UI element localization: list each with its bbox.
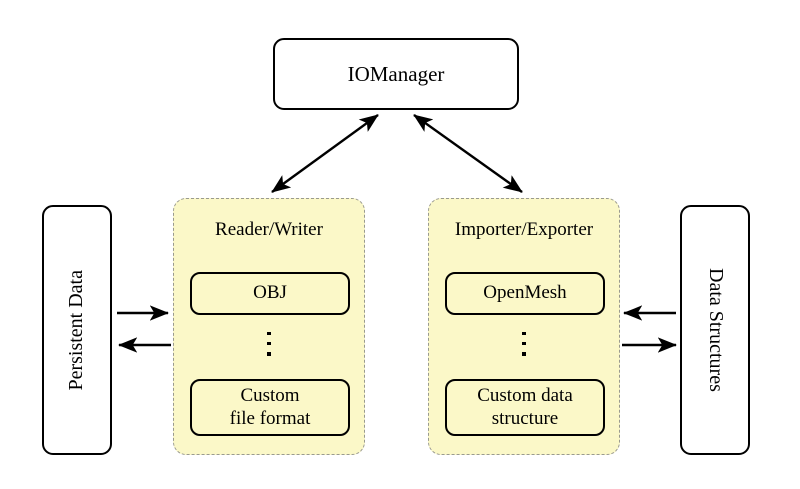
ellipsis-dot [267, 332, 271, 336]
panel-importer-exporter[interactable]: Importer/Exporter OpenMesh Custom data s… [428, 198, 620, 455]
box-custom-file-format-line2: file format [229, 407, 311, 429]
box-custom-data-structure-line2: structure [491, 407, 559, 429]
ellipsis-dot [522, 332, 526, 336]
box-custom-file-format-line1: Custom [240, 384, 300, 406]
box-custom-data-structure-line1: Custom data [477, 384, 573, 406]
ellipsis-dot [267, 352, 271, 356]
ellipsis-dot [522, 342, 526, 346]
panel-reader-writer[interactable]: Reader/Writer OBJ Custom file format [173, 198, 365, 455]
box-custom-file-format[interactable]: Custom file format [190, 379, 350, 436]
node-persistent-data-label: Persistent Data [65, 269, 88, 391]
ellipsis-dot [522, 352, 526, 356]
ellipsis-dot [267, 342, 271, 346]
box-openmesh-label: OpenMesh [483, 282, 567, 304]
panel-reader-writer-title: Reader/Writer [215, 219, 323, 240]
box-openmesh[interactable]: OpenMesh [445, 272, 605, 315]
node-persistent-data[interactable]: Persistent Data [42, 205, 112, 455]
box-obj-label: OBJ [253, 282, 287, 304]
box-obj[interactable]: OBJ [190, 272, 350, 315]
node-io-manager-label: IOManager [347, 61, 445, 86]
vertical-ellipsis-icon [174, 332, 364, 356]
node-data-structures-label: Data Structures [704, 268, 727, 392]
box-custom-data-structure[interactable]: Custom data structure [445, 379, 605, 436]
panel-importer-exporter-title: Importer/Exporter [454, 219, 594, 240]
node-data-structures[interactable]: Data Structures [680, 205, 750, 455]
arrow-manager-to-importer-exporter [413, 114, 523, 193]
node-io-manager[interactable]: IOManager [273, 38, 519, 110]
vertical-ellipsis-icon [429, 332, 619, 356]
arrow-manager-to-reader-writer [271, 114, 379, 193]
